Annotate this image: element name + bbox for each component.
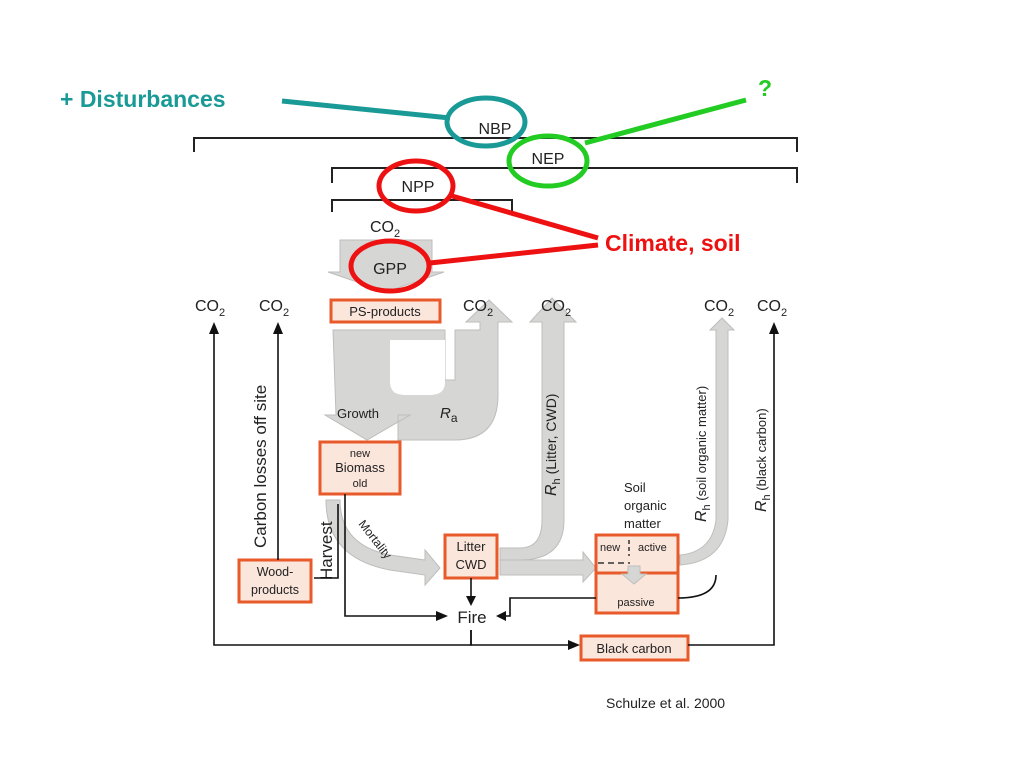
co2-label-4: CO2 bbox=[541, 298, 571, 319]
cwd-label: CWD bbox=[455, 557, 486, 572]
nbp-bracket bbox=[193, 137, 798, 152]
passive-to-blackcarbon-line bbox=[677, 574, 717, 599]
harvest-label: Harvest bbox=[317, 521, 336, 580]
som-title-line1: Soil bbox=[624, 480, 646, 495]
rh-som-label: Rh (soil organic matter) bbox=[693, 386, 713, 522]
rh-litter-flow bbox=[499, 297, 578, 561]
fire-to-blackcarbon-line bbox=[470, 630, 572, 646]
citation: Schulze et al. 2000 bbox=[606, 695, 725, 711]
wood-products-line1: Wood- bbox=[257, 565, 294, 579]
question-label: ? bbox=[758, 75, 772, 101]
biomass-box bbox=[318, 440, 402, 496]
wood-products-line2: products bbox=[251, 583, 299, 597]
biomass-to-fire-line bbox=[344, 494, 440, 617]
wood-co2-arrowhead bbox=[273, 322, 283, 334]
blackcarbon-to-co2-line bbox=[688, 330, 775, 646]
som-internal-arrow bbox=[620, 565, 648, 585]
rh-black-label: Rh (black carbon) bbox=[753, 408, 773, 512]
litter-cwd-box bbox=[443, 533, 499, 580]
rh-som-flow bbox=[679, 317, 736, 566]
nbp-circle bbox=[444, 95, 528, 149]
nep-term: NEP bbox=[532, 151, 565, 168]
rh-litter-label: Rh (Litter, CWD) bbox=[543, 394, 563, 496]
litter-to-som-flow bbox=[499, 550, 597, 584]
gpp-circle bbox=[348, 238, 432, 294]
som-new-label: new bbox=[600, 542, 620, 554]
ra-u-inner bbox=[390, 340, 445, 395]
carbon-losses-label: Carbon losses off site bbox=[251, 385, 270, 548]
som-fire-arrowhead bbox=[496, 611, 506, 621]
som-title-line2: organic bbox=[624, 498, 667, 513]
nbp-term: NBP bbox=[479, 121, 512, 138]
co2-label-3: CO2 bbox=[463, 298, 493, 319]
wood-products-box bbox=[237, 558, 313, 604]
npp-climate-connector bbox=[451, 193, 599, 241]
ps-products-box bbox=[329, 298, 442, 324]
growth-label: Growth bbox=[337, 406, 379, 421]
nep-bracket bbox=[331, 167, 798, 183]
som-title-line3: matter bbox=[624, 516, 662, 531]
ra-label: Ra bbox=[440, 405, 458, 425]
disturbances-connector bbox=[281, 98, 451, 121]
litter-label: Litter bbox=[457, 539, 487, 554]
npp-term: NPP bbox=[402, 179, 435, 196]
disturbances-label: + Disturbances bbox=[60, 86, 226, 112]
co2-label-5: CO2 bbox=[704, 298, 734, 319]
co2-label-2: CO2 bbox=[259, 298, 289, 319]
ps-products-label: PS-products bbox=[349, 304, 421, 319]
som-to-fire-line bbox=[502, 597, 596, 617]
fire-label: Fire bbox=[457, 608, 486, 627]
black-carbon-box bbox=[579, 634, 690, 662]
nep-circle bbox=[506, 133, 590, 189]
co2-label-6: CO2 bbox=[757, 298, 787, 319]
biomass-old-label: old bbox=[353, 478, 368, 490]
offsite-loss-arrowhead bbox=[209, 322, 219, 334]
question-connector bbox=[584, 97, 747, 146]
mortality-flow bbox=[325, 499, 441, 587]
npp-circle bbox=[376, 158, 456, 214]
biomass-fire-arrowhead bbox=[436, 611, 448, 621]
som-active-label: active bbox=[638, 542, 667, 554]
fire-blackcarbon-arrowhead bbox=[568, 640, 580, 650]
biomass-label: Biomass bbox=[335, 460, 385, 475]
gpp-term: GPP bbox=[373, 261, 407, 278]
litter-fire-arrowhead bbox=[466, 596, 476, 606]
black-carbon-label: Black carbon bbox=[596, 641, 671, 656]
harvest-bracket bbox=[314, 504, 339, 579]
biomass-new-label: new bbox=[350, 448, 370, 460]
co2-label-1: CO2 bbox=[195, 298, 225, 319]
som-passive-label: passive bbox=[617, 597, 654, 609]
npp-bracket bbox=[331, 199, 513, 212]
gpp-climate-connector bbox=[429, 242, 599, 266]
co2-label-top: CO2 bbox=[370, 219, 400, 240]
climate-soil-label: Climate, soil bbox=[605, 230, 740, 256]
blackcarbon-co2-arrowhead bbox=[769, 322, 779, 334]
